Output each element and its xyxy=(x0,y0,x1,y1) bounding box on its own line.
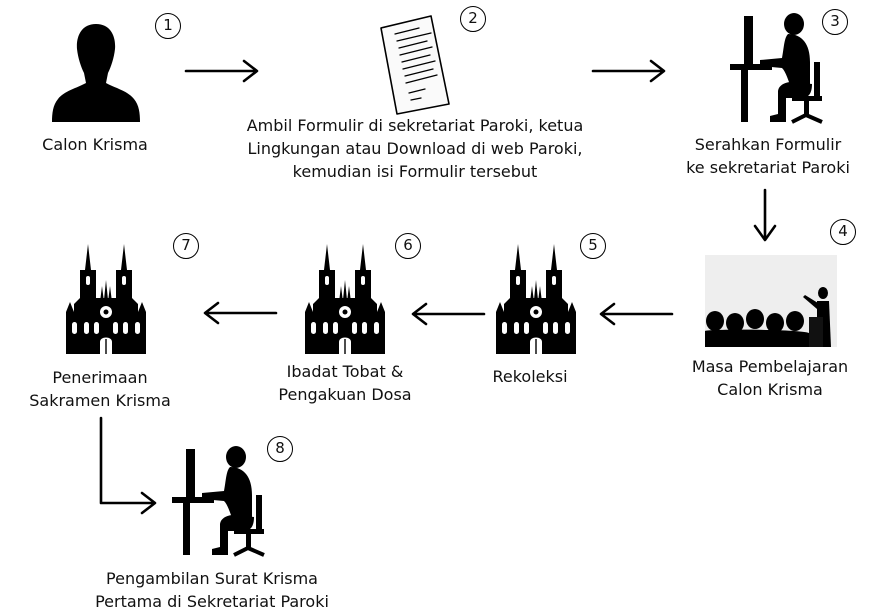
step-label: Pengambilan Surat Krisma Pertama di Sekr… xyxy=(95,569,329,611)
person-at-computer-icon xyxy=(170,444,266,557)
arrow-4-to-5 xyxy=(599,302,674,326)
step-number-badge: 2 xyxy=(460,6,486,32)
step-number-badge: 7 xyxy=(173,233,199,259)
step-label: Masa Pembelajaran Calon Krisma xyxy=(691,357,849,399)
step-label: Penerimaan Sakramen Krisma xyxy=(29,368,171,410)
church-icon xyxy=(305,244,385,354)
church-icon xyxy=(496,244,576,354)
arrow-7-to-8 xyxy=(99,416,157,515)
step-number-badge: 6 xyxy=(395,233,421,259)
step-label: Ambil Formulir di sekretariat Paroki, ke… xyxy=(246,116,584,181)
classroom-audience-icon xyxy=(705,255,837,347)
church-icon xyxy=(66,244,146,354)
person-at-computer-icon xyxy=(728,11,824,124)
arrow-6-to-7 xyxy=(203,301,278,325)
step-label: Calon Krisma xyxy=(42,135,148,154)
arrow-3-to-4 xyxy=(753,188,777,242)
step-number-badge: 5 xyxy=(580,233,606,259)
step-label: Rekoleksi xyxy=(492,367,568,386)
step-number-badge: 1 xyxy=(155,13,181,39)
form-document-icon xyxy=(380,15,450,115)
arrow-5-to-6 xyxy=(411,302,486,326)
person-silhouette-icon xyxy=(52,24,140,122)
arrow-1-to-2 xyxy=(184,59,259,83)
step-number-badge: 3 xyxy=(822,9,848,35)
arrow-2-to-3 xyxy=(591,59,666,83)
step-label: Serahkan Formulir ke sekretariat Paroki xyxy=(686,135,850,177)
step-label: Ibadat Tobat & Pengakuan Dosa xyxy=(278,362,412,404)
step-number-badge: 4 xyxy=(830,219,856,245)
step-number-badge: 8 xyxy=(267,436,293,462)
